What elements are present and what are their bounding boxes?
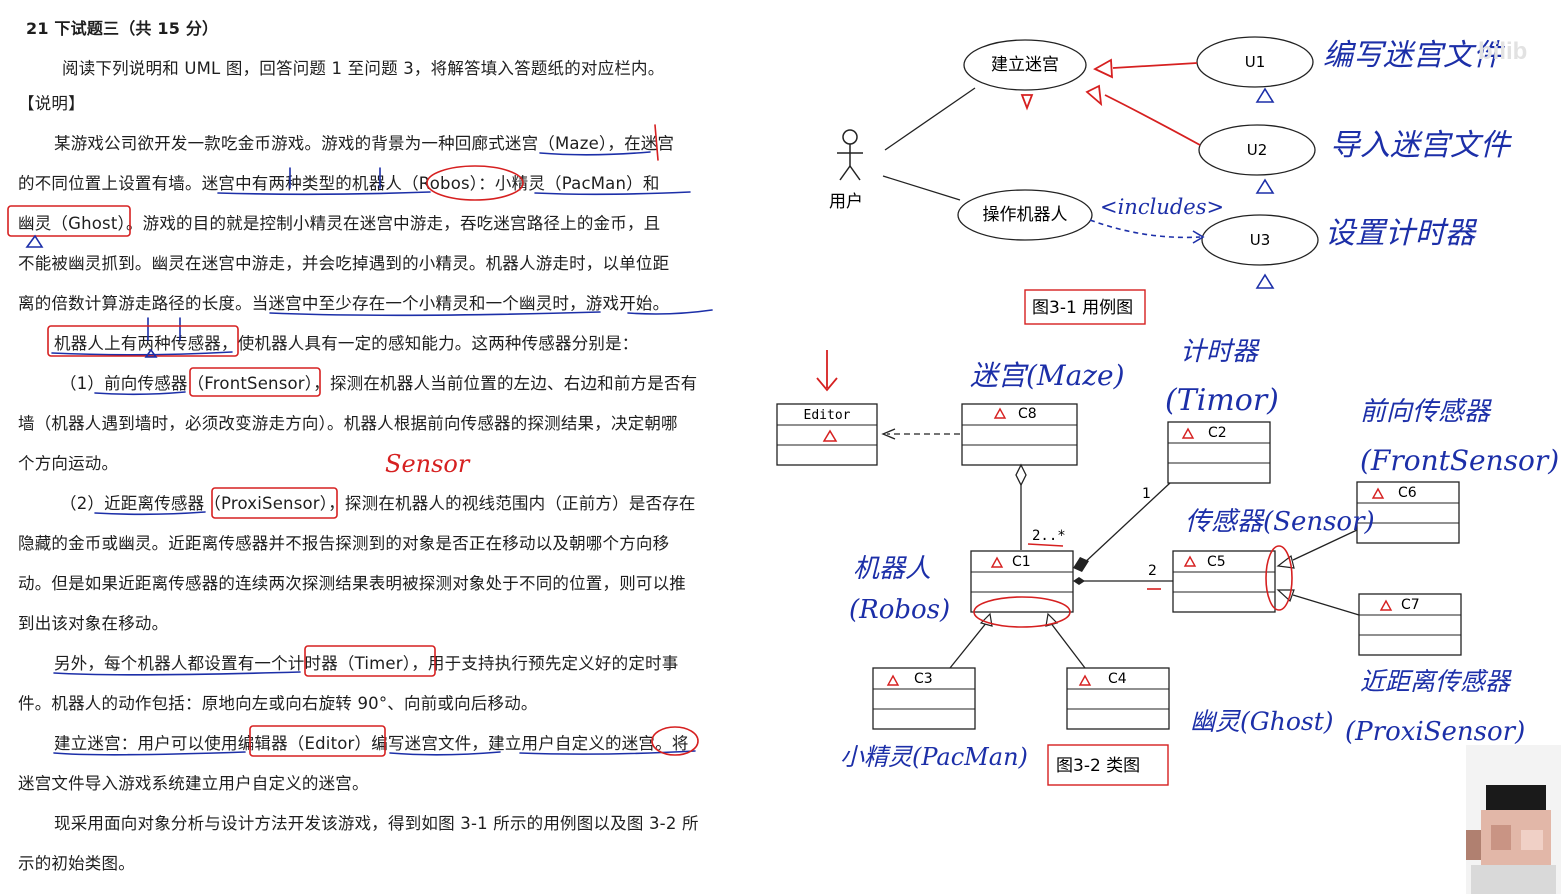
usecase-u2-label: U2 (1247, 141, 1268, 159)
class-c3-name: C3 (914, 671, 933, 687)
usecase-u2 (1198, 124, 1316, 176)
body-line: （2）近距离传感器（ProxiSensor），探测在机器人的视线范围内（正前方）… (60, 494, 696, 513)
text-annotations: Sensor (7, 124, 713, 757)
class-editor: Editor (776, 403, 878, 466)
note-maze: 迷宫(Maze) (970, 359, 1125, 392)
section-heading: 【说明】 (18, 94, 85, 113)
instruction-line: 阅读下列说明和 UML 图，回答问题 1 至问题 3，将解答填入答题纸的对应栏内… (62, 59, 665, 78)
watermark-logo: bilib (1478, 38, 1528, 65)
body-line: 墙（机器人遇到墙时，必须改变游走方向）。机器人根据前向传感器的探测结果，决定朝哪 (18, 414, 678, 433)
class-c2: C2 (1167, 421, 1271, 484)
usecase-u3 (1201, 214, 1319, 266)
body-line: 的不同位置上设置有墙。迷宫中有两种类型的机器人（Robos）：小精灵（PacMa… (18, 174, 660, 193)
note-robos-cn: 机器人 (853, 554, 931, 584)
note-u3: 设置计时器 (1325, 216, 1478, 251)
class-c8: C8 (961, 403, 1078, 466)
usecase-build-maze (963, 39, 1087, 91)
usecase-u3-label: U3 (1250, 231, 1271, 249)
class-c7-name: C7 (1401, 597, 1420, 613)
presenter-video (1466, 745, 1561, 894)
body-line: 机器人上有两种传感器，使机器人具有一定的感知能力。这两种传感器分别是： (54, 334, 639, 353)
body-line: 个方向运动。 (18, 454, 119, 473)
body-line: 件。机器人的动作包括：原地向左或向右旋转 90°、向前或向后移动。 (18, 694, 538, 713)
body-line: 动。但是如果近距离传感器的连续两次探测结果表明被探测对象处于不同的位置，则可以推 (18, 574, 686, 593)
class-c4-name: C4 (1108, 671, 1127, 687)
mult-c5: 2 (1148, 563, 1157, 579)
body-line: 建立迷宫：用户可以使用编辑器（Editor）编写迷宫文件，建立用户自定义的迷宫。… (54, 734, 689, 753)
class-c1: C1 (970, 550, 1074, 613)
question-title: 21 下试题三（共 15 分） (26, 19, 219, 38)
usecase-build-maze-label: 建立迷宫 (991, 55, 1059, 75)
body-line: 不能被幽灵抓到。幽灵在迷宫中游走，并会吃掉遇到的小精灵。机器人游走时，以单位距 (18, 254, 670, 273)
note-timer-en: (Timor) (1165, 383, 1279, 418)
class-c5: C5 (1172, 550, 1276, 613)
body-line: 示的初始类图。 (18, 854, 135, 873)
note-front-cn: 前向传感器 (1360, 397, 1492, 427)
usecase-u1-label: U1 (1245, 53, 1266, 71)
mult-c2: 1 (1142, 486, 1151, 502)
body-line: 到出该对象在移动。 (18, 614, 169, 633)
class-c3: C3 (872, 667, 976, 730)
note-proxi-en: (ProxiSensor) (1345, 717, 1525, 747)
presenter-avatar-icon (1466, 745, 1561, 894)
figure-caption-usecase: 图3-1 用例图 (1032, 298, 1133, 318)
question-text: 21 下试题三（共 15 分） 阅读下列说明和 UML 图，回答问题 1 至问题… (0, 0, 745, 894)
uml-figures: 用户 建立迷宫 操作机器人 U1 U2 U3 (776, 36, 1559, 786)
note-pacman: 小精灵(PacMan) (840, 743, 1028, 771)
note-timer-cn: 计时器 (1180, 337, 1260, 367)
actor-label: 用户 (829, 192, 863, 212)
class-c1-name: C1 (1012, 554, 1031, 570)
body-line: 隐藏的金币或幽灵。近距离传感器并不报告探测到的对象是否正在移动以及朝哪个方向移 (18, 534, 670, 553)
body-line: （1）前向传感器（FrontSensor），探测在机器人当前位置的左边、右边和前… (60, 374, 698, 393)
figure-caption-class: 图3-2 类图 (1056, 756, 1140, 776)
class-editor-name: Editor (804, 408, 851, 423)
class-c7: C7 (1358, 593, 1462, 656)
body-line: 现采用面向对象分析与设计方法开发该游戏，得到如图 3-1 所示的用例图以及图 3… (54, 814, 699, 833)
actor-icon (837, 129, 863, 181)
margin-note-sensor: Sensor (385, 450, 471, 478)
mult-c1: 2..* (1032, 528, 1066, 544)
includes-note: <includes> (1100, 195, 1224, 219)
usecase-diagram: 用户 建立迷宫 操作机器人 U1 U2 U3 (829, 36, 1513, 325)
body-line: 幽灵（Ghost）。游戏的目的就是控制小精灵在迷宫中游走，吞吃迷宫路径上的金币，… (18, 214, 661, 233)
note-u1: 编写迷宫文件 (1323, 38, 1506, 73)
usecase-u1 (1196, 36, 1314, 88)
class-diagram: Editor C8 2..* (776, 337, 1559, 786)
class-c2-name: C2 (1208, 425, 1227, 441)
note-u2: 导入迷宫文件 (1330, 128, 1513, 163)
body-line: 迷宫文件导入游戏系统建立用户自定义的迷宫。 (18, 774, 369, 793)
body-line: 离的倍数计算游走路径的长度。当迷宫中至少存在一个小精灵和一个幽灵时，游戏开始。 (18, 294, 670, 313)
class-c4: C4 (1066, 667, 1170, 730)
diagram-area: 用户 建立迷宫 操作机器人 U1 U2 U3 (745, 0, 1561, 894)
body-line: 另外，每个机器人都设置有一个计时器（Timer），用于支持执行预先定义好的定时事 (54, 654, 679, 673)
note-front-en: (FrontSensor) (1360, 444, 1559, 477)
class-c6-name: C6 (1398, 485, 1417, 501)
usecase-operate-robot-label: 操作机器人 (983, 205, 1068, 225)
class-c6: C6 (1356, 481, 1460, 544)
class-c8-name: C8 (1018, 406, 1037, 422)
body-line: 某游戏公司欲开发一款吃金币游戏。游戏的背景为一种回廊式迷宫（Maze），在迷宫 (54, 134, 675, 153)
note-proxi-cn: 近距离传感器 (1360, 667, 1512, 696)
class-c5-name: C5 (1207, 554, 1226, 570)
note-robos-en: (Robos) (849, 595, 950, 625)
usecase-operate-robot (957, 189, 1093, 241)
note-sensor: 传感器(Sensor) (1185, 507, 1375, 537)
note-ghost: 幽灵(Ghost) (1190, 707, 1334, 736)
